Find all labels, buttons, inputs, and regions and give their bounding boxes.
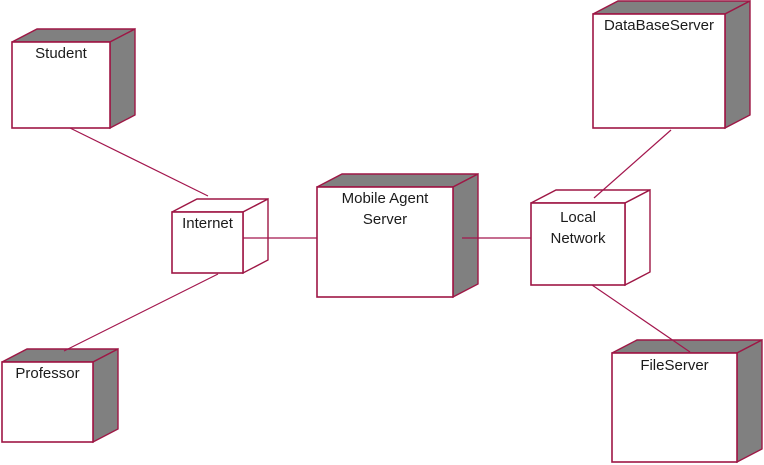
node-professor-front-face[interactable] bbox=[1, 361, 94, 443]
node-databaseserver-top-face[interactable] bbox=[592, 0, 751, 15]
node-local-network[interactable] bbox=[530, 188, 651, 287]
node-internet[interactable] bbox=[171, 197, 269, 275]
node-internet-front-face[interactable] bbox=[171, 211, 244, 274]
node-professor[interactable] bbox=[1, 347, 119, 444]
connector-local-network-fileserver[interactable] bbox=[591, 284, 691, 353]
connector-local-network-databaseserver[interactable] bbox=[593, 129, 672, 199]
node-fileserver-front-face[interactable] bbox=[611, 352, 738, 463]
node-professor-side-face[interactable] bbox=[92, 347, 119, 444]
node-student-front-face[interactable] bbox=[11, 41, 111, 129]
node-mobile-agent-server-front-face[interactable] bbox=[316, 186, 454, 298]
node-local-network-side-face[interactable] bbox=[624, 188, 651, 287]
node-databaseserver-side-face[interactable] bbox=[724, 0, 751, 130]
node-databaseserver-front-face[interactable] bbox=[592, 13, 726, 129]
node-fileserver[interactable] bbox=[611, 338, 763, 464]
node-student[interactable] bbox=[11, 27, 136, 130]
node-local-network-front-face[interactable] bbox=[530, 202, 626, 286]
node-student-side-face[interactable] bbox=[109, 27, 136, 130]
connector-professor-internet[interactable] bbox=[63, 273, 219, 352]
connector-student-internet[interactable] bbox=[69, 127, 209, 197]
node-fileserver-side-face[interactable] bbox=[736, 338, 763, 464]
node-internet-side-face[interactable] bbox=[242, 197, 269, 275]
node-mobile-agent-server-top-face[interactable] bbox=[316, 173, 479, 188]
node-mobile-agent-server[interactable] bbox=[316, 172, 479, 299]
node-databaseserver[interactable] bbox=[592, 0, 751, 130]
node-mobile-agent-server-side-face[interactable] bbox=[452, 172, 479, 299]
